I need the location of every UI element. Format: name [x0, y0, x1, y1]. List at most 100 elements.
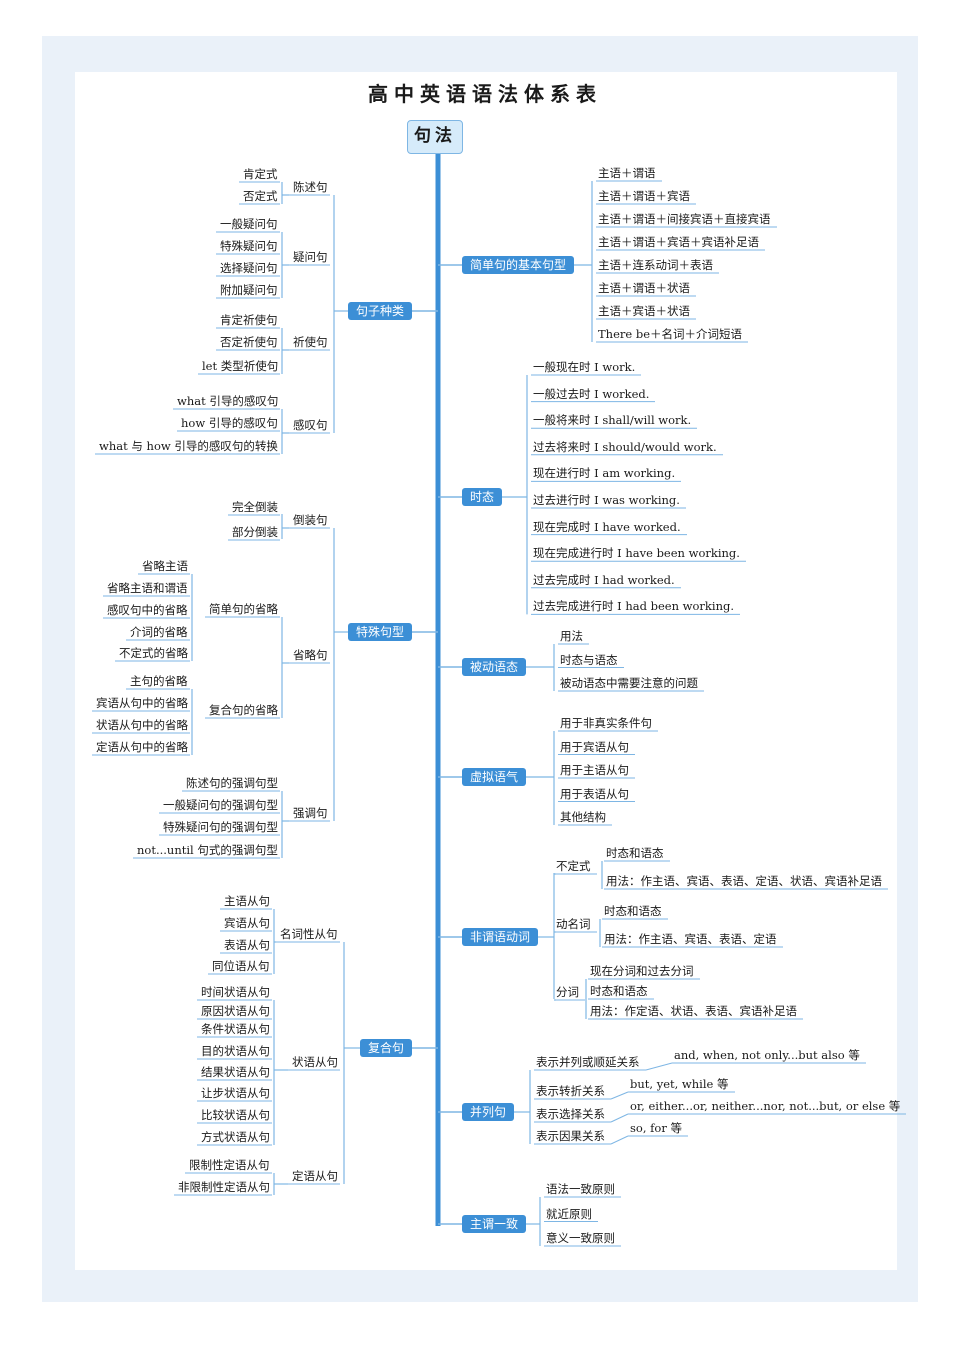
clause-item: 原因状语从句 [201, 1004, 270, 1018]
clause-item: 主语从句 [224, 894, 270, 908]
ellipsis-item: 介词的省略 [130, 625, 188, 639]
branch-tense-item: 现在完成时 I have worked. [533, 519, 681, 534]
branch-tense-item: 过去进行时 I was working. [533, 493, 680, 507]
ellipsis-item: 感叹句中的省略 [107, 603, 188, 617]
branch-simple-sentence-item: 主语＋宾语＋状语 [598, 304, 690, 318]
branch-passive-item: 被动语态中需要注意的问题 [560, 676, 698, 690]
clause-type: 定语从句 [292, 1169, 338, 1183]
nonfinite-item: 现在分词和过去分词 [590, 964, 694, 978]
inversion: 倒装句 [293, 513, 328, 527]
clause-item: 表语从句 [224, 938, 270, 952]
clause-item: 条件状语从句 [201, 1022, 270, 1036]
emphasis-item: 特殊疑问句的强调句型 [163, 820, 278, 834]
nonfinite-group: 分词 [556, 985, 579, 999]
branch-simple-sentence-item: There be＋名词＋介词短语 [598, 327, 743, 341]
connector [610, 1135, 629, 1145]
connector [645, 1062, 673, 1071]
ellipsis-item: 状语从句中的省略 [96, 718, 188, 732]
clause-item: 比较状语从句 [201, 1108, 270, 1122]
emphasis-item: 陈述句的强调句型 [186, 776, 278, 790]
ellipsis-item: 主句的省略 [130, 674, 188, 688]
connector [610, 1091, 629, 1100]
inversion-item: 完全倒装 [232, 500, 278, 514]
sentence-type: 疑问句 [293, 250, 328, 264]
ellipsis-item: 省略主语 [142, 559, 188, 573]
nonfinite-item: 用法：作主语、宾语、表语、定语 [604, 932, 777, 946]
clause-item: 非限制性定语从句 [178, 1180, 270, 1194]
compound-conjunctions: but, yet, while 等 [630, 1077, 729, 1091]
inversion-item: 部分倒装 [232, 525, 278, 539]
branch-tense-item: 过去完成时 I had worked. [533, 572, 675, 587]
sentence-type-item: what 引导的感叹句 [177, 394, 279, 408]
branch-nonfinite: 非谓语动词 [462, 928, 539, 946]
branch-passive: 被动语态 [462, 658, 527, 676]
compound-relation: 表示转折关系 [536, 1084, 605, 1098]
page-title: 高中英语语法体系表 [368, 82, 602, 106]
ellipsis-item: 不定式的省略 [119, 646, 188, 660]
branch-agreement-item: 意义一致原则 [546, 1231, 615, 1245]
branch-tense-item: 一般过去时 I worked. [533, 386, 650, 401]
clause-item: 目的状语从句 [201, 1044, 270, 1058]
compound-conjunctions: or, either...or, neither...nor, not...bu… [630, 1099, 901, 1113]
compound-relation: 表示因果关系 [536, 1129, 605, 1143]
clause-item: 时间状语从句 [201, 985, 270, 999]
emphasis-item: not...until 句式的强调句型 [137, 843, 278, 857]
compound-relation: 表示选择关系 [536, 1107, 605, 1121]
nonfinite-item: 用法：作定语、状语、表语、宾语补足语 [590, 1004, 797, 1018]
ellipsis-item: 宾语从句中的省略 [96, 696, 188, 710]
clause-item: 同位语从句 [212, 959, 270, 973]
branch-complex-sentences: 复合句 [360, 1039, 413, 1057]
sentence-type: 陈述句 [293, 180, 328, 194]
branch-agreement-item: 语法一致原则 [546, 1182, 615, 1196]
branch-simple-sentence-item: 主语＋谓语＋宾语＋宾语补足语 [598, 235, 759, 249]
compound-conjunctions: and, when, not only...but also 等 [674, 1048, 860, 1062]
branch-agreement-item: 就近原则 [546, 1206, 592, 1221]
branch-subjunctive-item: 其他结构 [560, 810, 606, 824]
branch-subjunctive-item: 用于非真实条件句 [560, 716, 652, 730]
branch-tense-item: 过去将来时 I should/would work. [533, 439, 717, 454]
branch-special-sentences: 特殊句型 [348, 623, 413, 641]
branch-subjunctive-item: 用于宾语从句 [560, 739, 629, 754]
branch-sentence-types: 句子种类 [348, 302, 413, 320]
compound-conjunctions: so, for 等 [630, 1121, 682, 1135]
ellipsis: 省略句 [293, 648, 328, 662]
branch-tense: 时态 [462, 488, 503, 506]
clause-item: 让步状语从句 [201, 1086, 270, 1100]
sentence-type-item: what 与 how 引导的感叹句的转换 [99, 439, 278, 453]
sentence-type-item: how 引导的感叹句 [181, 416, 278, 430]
branch-simple-sentence-item: 主语＋谓语 [598, 166, 656, 180]
ellipsis-item: 省略主语和谓语 [107, 581, 188, 595]
branch-simple-sentence: 简单句的基本句型 [462, 256, 575, 274]
nonfinite-group: 不定式 [556, 859, 591, 873]
sentence-type-item: 一般疑问句 [220, 217, 278, 231]
clause-item: 宾语从句 [224, 916, 270, 930]
clause-item: 方式状语从句 [201, 1130, 270, 1144]
nonfinite-group: 动名词 [556, 917, 591, 931]
nonfinite-item: 时态和语态 [606, 846, 664, 860]
connector [610, 1113, 629, 1123]
emphasis-item: 一般疑问句的强调句型 [163, 798, 278, 812]
root-node: 句法 [407, 120, 463, 154]
sentence-type-item: 特殊疑问句 [220, 239, 278, 253]
sentence-type: 祈使句 [293, 335, 328, 349]
clause-item: 限制性定语从句 [189, 1158, 270, 1172]
sentence-type-item: let 类型祈使句 [202, 359, 279, 373]
nonfinite-item: 时态和语态 [590, 984, 648, 998]
branch-passive-item: 时态与语态 [560, 652, 618, 667]
clause-type: 名词性从句 [280, 927, 338, 941]
clause-item: 结果状语从句 [201, 1065, 270, 1079]
branch-simple-sentence-item: 主语＋连系动词＋表语 [598, 258, 713, 272]
nonfinite-item: 用法：作主语、宾语、表语、定语、状语、宾语补足语 [606, 874, 882, 888]
branch-simple-sentence-item: 主语＋谓语＋宾语 [598, 189, 690, 203]
ellipsis-item: 定语从句中的省略 [96, 740, 188, 754]
sentence-type-item: 附加疑问句 [220, 283, 278, 297]
compound-relation: 表示并列或顺延关系 [536, 1055, 640, 1069]
branch-tense-item: 一般将来时 I shall/will work. [533, 413, 692, 428]
emphasis: 强调句 [293, 806, 328, 820]
branch-simple-sentence-item: 主语＋谓语＋间接宾语＋直接宾语 [598, 212, 771, 226]
sentence-type-item: 否定式 [243, 189, 278, 203]
branch-passive-item: 用法 [560, 629, 583, 643]
branch-tense-item: 一般现在时 I work. [533, 360, 636, 374]
branch-compound: 并列句 [462, 1103, 515, 1121]
